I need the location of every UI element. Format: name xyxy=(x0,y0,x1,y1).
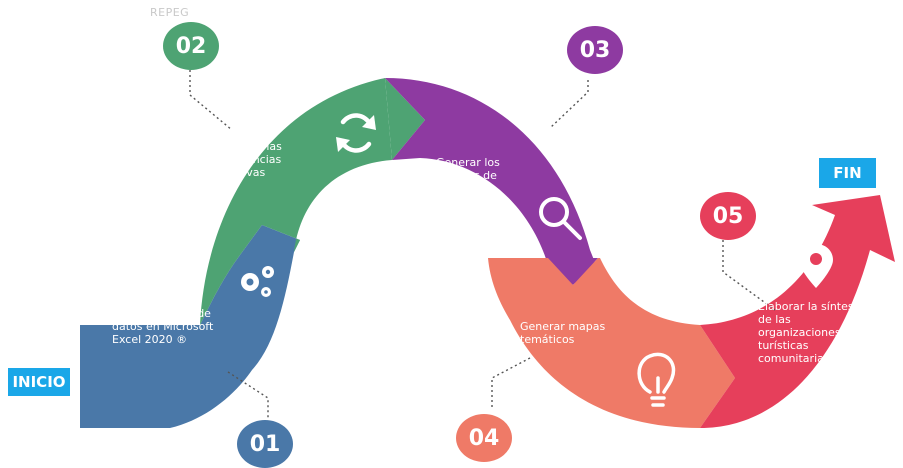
step-text-02: Calcular las frecuencias relativas xyxy=(218,140,282,179)
step-text-03: Generar los gráficos de columnas xyxy=(436,156,500,195)
step-text-01: Elaborar bases de datos en Microsoft Exc… xyxy=(112,307,214,346)
map-pin-icon xyxy=(799,244,833,288)
connector-04 xyxy=(491,357,531,410)
connector-01 xyxy=(227,371,269,418)
step-text-04: Generar mapas temáticos xyxy=(520,320,606,346)
step-badge-05: 05 xyxy=(700,192,756,240)
lightbulb-icon xyxy=(637,352,676,407)
ribbon-segment-03 xyxy=(385,78,600,285)
connector-05 xyxy=(722,240,776,311)
ribbon-segment-04 xyxy=(488,258,700,428)
connector-03 xyxy=(549,80,589,129)
connector-02 xyxy=(189,70,233,131)
ribbon-segment-05 xyxy=(700,195,895,428)
gears-icon xyxy=(241,266,274,297)
step-badge-04: 04 xyxy=(456,414,512,462)
step-badge-02: 02 xyxy=(163,22,219,70)
step-badge-01: 01 xyxy=(237,420,293,468)
start-tag: INICIO xyxy=(8,368,70,396)
step-text-05: Elaborar la síntesis de las organizacion… xyxy=(758,300,863,365)
step-badge-03: 03 xyxy=(567,26,623,74)
watermark: REPEG xyxy=(150,6,190,19)
end-tag: FIN xyxy=(819,158,876,188)
search-icon xyxy=(539,197,582,240)
